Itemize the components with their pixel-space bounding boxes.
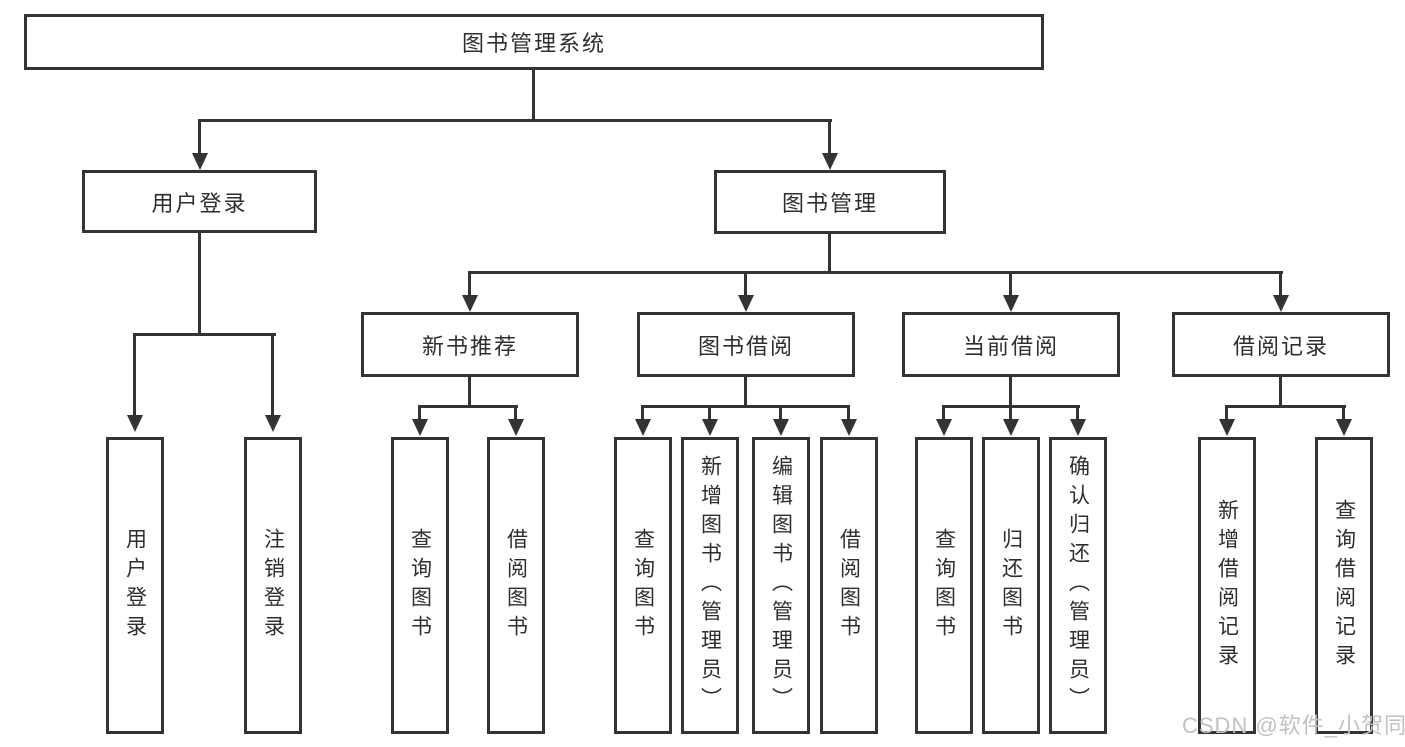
connector-to-leaf-query-borrow-record <box>1342 405 1345 421</box>
leaf-add-borrow-record: 新增借阅记录 <box>1198 437 1256 734</box>
leaf-edit-book-admin: 编辑图书（管理员） <box>752 437 810 734</box>
leaf-user-login: 用户登录 <box>106 437 164 734</box>
leaf-query-books-2: 查询图书 <box>614 437 672 734</box>
node-user-login: 用户登录 <box>82 170 317 233</box>
connector-to-leaf-borrow-books-2 <box>847 405 850 421</box>
connector-book-borrow-stem <box>744 377 747 408</box>
connector-to-leaf-confirm-return <box>1076 405 1079 421</box>
arrowhead-leaf-query-books-1 <box>412 419 428 436</box>
leaf-borrow-books-1: 借阅图书 <box>487 437 545 734</box>
leaf-query-borrow-record: 查询借阅记录 <box>1315 437 1373 734</box>
connector-to-leaf-return-book <box>1009 405 1012 421</box>
connector-to-leaf-add-borrow-record <box>1225 405 1228 421</box>
arrowhead-leaf-query-books-3 <box>936 419 952 436</box>
arrowhead-leaf-return-book <box>1003 419 1019 436</box>
leaf-return-book: 归还图书 <box>982 437 1040 734</box>
arrowhead-book-borrow <box>738 295 754 312</box>
connector-borrow-records-branch <box>1225 405 1346 408</box>
connector-to-current-borrow <box>1009 271 1012 297</box>
connector-book-management-branch <box>468 271 1283 274</box>
connector-to-leaf-logout <box>271 333 274 417</box>
connector-root-branch <box>198 119 832 122</box>
connector-to-leaf-user-login <box>133 333 136 417</box>
connector-to-borrow-records <box>1279 271 1282 297</box>
connector-to-user-login <box>198 119 201 155</box>
arrowhead-leaf-add-borrow-record <box>1219 419 1235 436</box>
connector-new-book-recommend-branch <box>418 405 518 408</box>
connector-book-management-stem <box>828 234 831 274</box>
connector-borrow-records-stem <box>1279 377 1282 408</box>
watermark: CSDN @软件_小贺同学 <box>1182 713 1405 738</box>
connector-to-book-management <box>828 119 831 155</box>
connector-root-stem <box>532 70 535 122</box>
arrowhead-leaf-borrow-books-2 <box>841 419 857 436</box>
leaf-logout: 注销登录 <box>244 437 302 734</box>
connector-user-login-stem <box>198 233 201 336</box>
leaf-add-book-admin: 新增图书（管理员） <box>681 437 739 734</box>
node-book-borrow: 图书借阅 <box>637 312 855 377</box>
arrowhead-leaf-add-book <box>702 419 718 436</box>
connector-current-borrow-stem <box>1009 377 1012 408</box>
connector-to-leaf-query-books-3 <box>942 405 945 421</box>
leaf-query-books-3: 查询图书 <box>915 437 973 734</box>
leaf-confirm-return-admin: 确认归还（管理员） <box>1049 437 1107 734</box>
node-root-system: 图书管理系统 <box>24 14 1044 70</box>
leaf-borrow-books-2: 借阅图书 <box>820 437 878 734</box>
leaf-query-books-1: 查询图书 <box>391 437 449 734</box>
node-new-book-recommend: 新书推荐 <box>361 312 579 377</box>
arrowhead-current-borrow <box>1003 295 1019 312</box>
arrowhead-leaf-query-books-2 <box>635 419 651 436</box>
arrowhead-leaf-borrow-books-1 <box>508 419 524 436</box>
arrowhead-borrow-records <box>1273 295 1289 312</box>
connector-to-leaf-add-book <box>708 405 711 421</box>
connector-user-login-branch <box>133 333 276 336</box>
connector-new-book-recommend-stem <box>468 377 471 408</box>
connector-to-leaf-borrow-books-1 <box>514 405 517 421</box>
node-book-management: 图书管理 <box>714 170 946 234</box>
node-current-borrow: 当前借阅 <box>902 312 1120 377</box>
arrowhead-user-login <box>192 153 208 170</box>
arrowhead-leaf-query-borrow-record <box>1336 419 1352 436</box>
arrowhead-leaf-logout <box>265 415 281 432</box>
arrowhead-leaf-confirm-return <box>1070 419 1086 436</box>
arrowhead-leaf-edit-book <box>773 419 789 436</box>
arrowhead-book-management <box>822 153 838 170</box>
connector-to-leaf-query-books-1 <box>418 405 421 421</box>
arrowhead-new-book-recommend <box>462 295 478 312</box>
connector-to-leaf-query-books-2 <box>641 405 644 421</box>
connector-to-leaf-edit-book <box>779 405 782 421</box>
connector-to-new-book-recommend <box>468 271 471 297</box>
connector-to-book-borrow <box>744 271 747 297</box>
node-borrow-records: 借阅记录 <box>1172 312 1390 377</box>
connector-book-borrow-branch <box>641 405 850 408</box>
arrowhead-leaf-user-login <box>127 415 143 432</box>
